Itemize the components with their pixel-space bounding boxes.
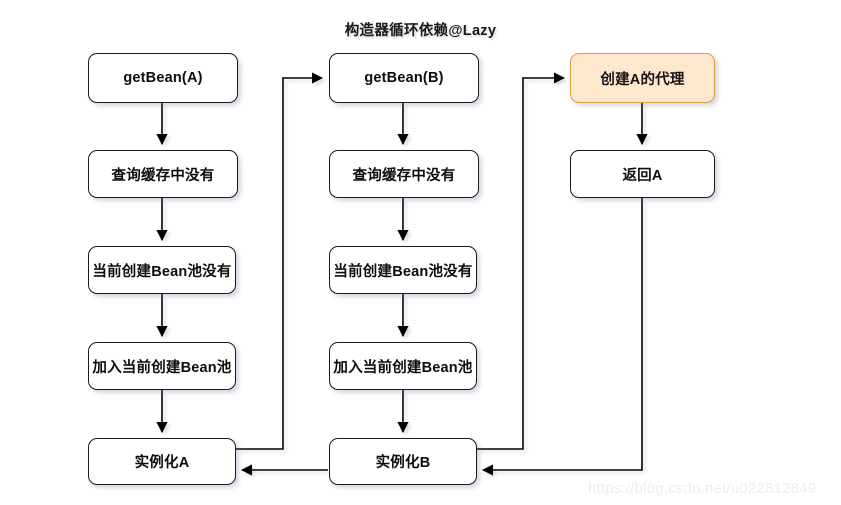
node-label: 加入当前创建Bean池 <box>333 359 473 376</box>
node-cache-miss-b[interactable]: 查询缓存中没有 <box>329 150 479 198</box>
edge-instantiate-b-to-create-proxy-a <box>477 72 566 450</box>
node-label: 实例化A <box>134 455 190 471</box>
node-label: getBean(A) <box>123 70 203 86</box>
node-instantiate-b[interactable]: 实例化B <box>329 438 477 485</box>
node-create-proxy-a[interactable]: 创建A的代理 <box>570 53 715 103</box>
node-label: getBean(B) <box>364 70 444 86</box>
node-creating-pool-miss-a[interactable]: 当前创建Bean池没有 <box>88 246 236 294</box>
node-label: 当前创建Bean池没有 <box>92 263 232 280</box>
node-creating-pool-miss-b[interactable]: 当前创建Bean池没有 <box>329 246 477 294</box>
node-instantiate-a[interactable]: 实例化A <box>88 438 236 485</box>
node-return-a[interactable]: 返回A <box>570 150 715 198</box>
node-label: 加入当前创建Bean池 <box>92 359 232 376</box>
diagram-title: 构造器循环依赖@Lazy <box>344 23 497 39</box>
edge-instantiate-a-to-getbean-b <box>236 72 324 450</box>
node-label: 返回A <box>622 167 663 184</box>
node-getbean-b[interactable]: getBean(B) <box>329 53 479 103</box>
node-label: 当前创建Bean池没有 <box>333 263 473 280</box>
edge-return-a-to-instantiate-b <box>481 198 643 476</box>
node-add-creating-pool-b[interactable]: 加入当前创建Bean池 <box>329 342 477 390</box>
node-add-creating-pool-a[interactable]: 加入当前创建Bean池 <box>88 342 236 390</box>
node-label: 查询缓存中没有 <box>111 167 215 184</box>
node-label: 查询缓存中没有 <box>352 167 456 184</box>
node-cache-miss-a[interactable]: 查询缓存中没有 <box>88 150 238 198</box>
node-label: 实例化B <box>375 455 431 471</box>
watermark: https://blog.csdn.net/u022812849 <box>588 480 817 497</box>
node-getbean-a[interactable]: getBean(A) <box>88 53 238 103</box>
node-label: 创建A的代理 <box>600 71 685 88</box>
